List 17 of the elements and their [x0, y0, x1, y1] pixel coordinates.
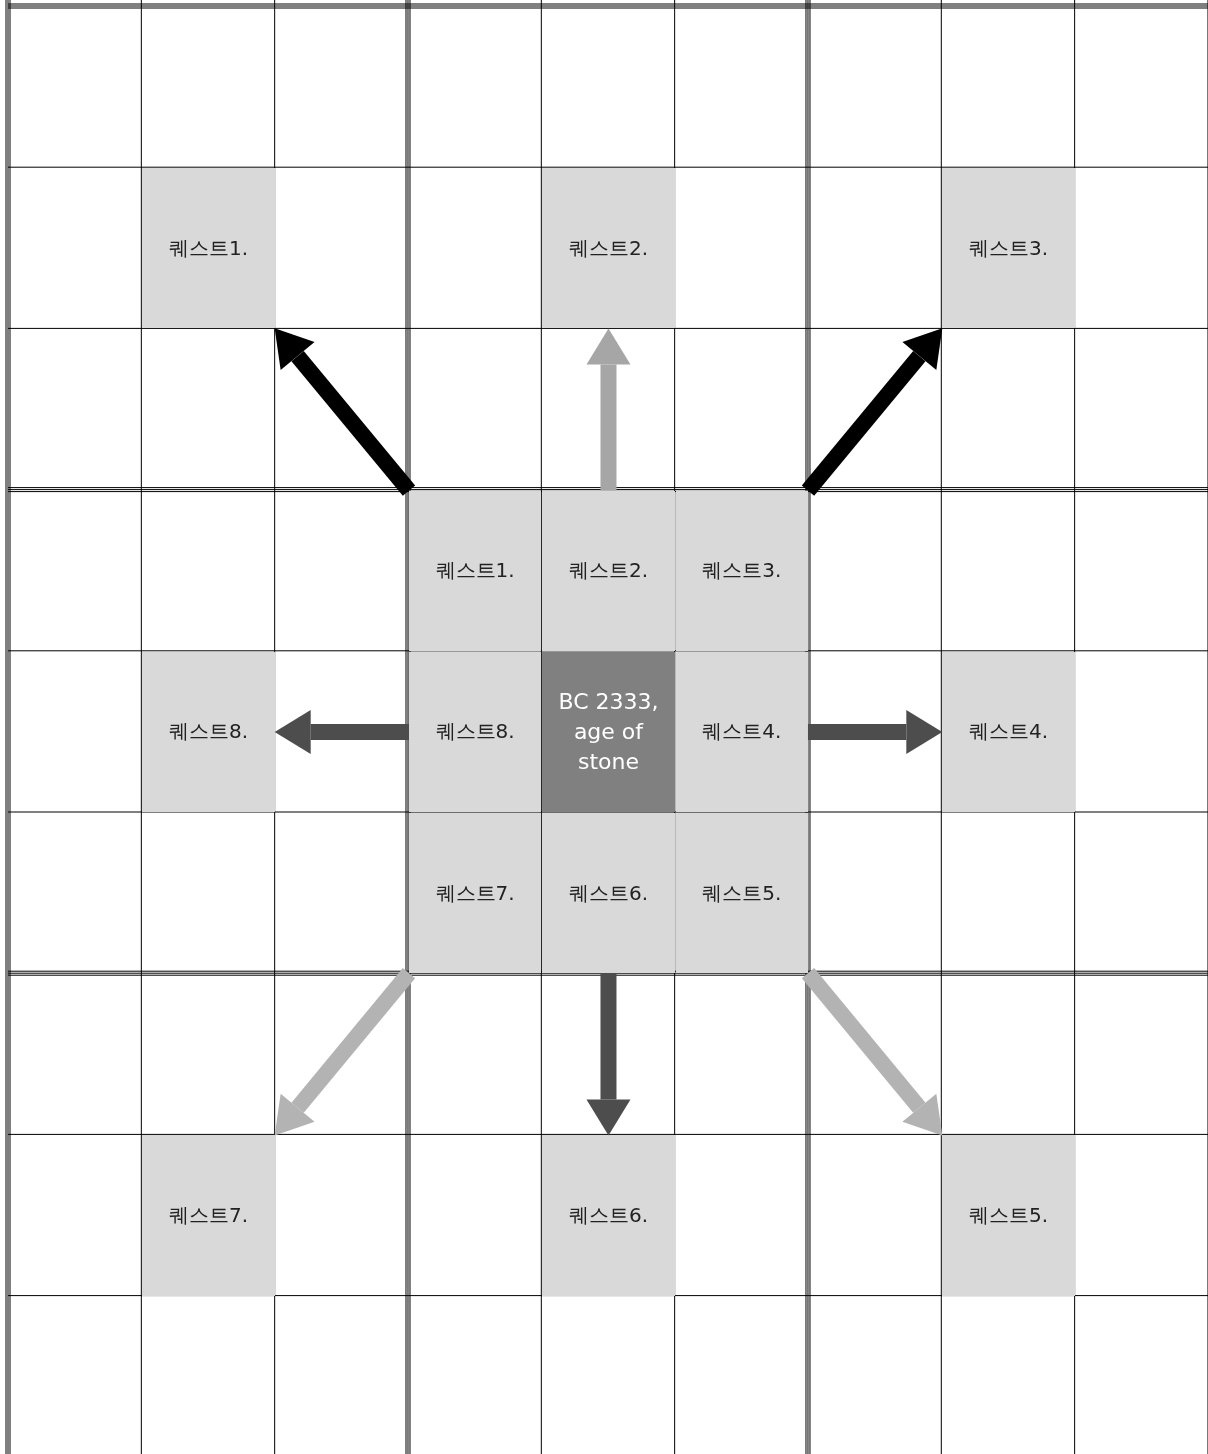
quest-cell: 퀘스트8. — [142, 651, 275, 812]
quest-cell: 퀘스트5. — [942, 1135, 1075, 1296]
quest-cell: 퀘스트3. — [675, 490, 808, 651]
quest-cell: 퀘스트8. — [409, 651, 542, 812]
quest-cell: 퀘스트7. — [409, 813, 542, 974]
quest-cell: 퀘스트4. — [675, 651, 808, 812]
quest-cell: 퀘스트6. — [542, 813, 675, 974]
quest-cell: 퀘스트1. — [409, 490, 542, 651]
quest-cell: 퀘스트1. — [142, 168, 275, 329]
quest-cell: 퀘스트6. — [542, 1135, 675, 1296]
quest-cell: 퀘스트7. — [142, 1135, 275, 1296]
quest-cell: 퀘스트2. — [542, 168, 675, 329]
quest-cell: 퀘스트4. — [942, 651, 1075, 812]
quest-cell: 퀘스트2. — [542, 490, 675, 651]
quest-cell: 퀘스트3. — [942, 168, 1075, 329]
center-cell: BC 2333, age of stone — [542, 651, 675, 812]
quest-cell: 퀘스트5. — [675, 813, 808, 974]
